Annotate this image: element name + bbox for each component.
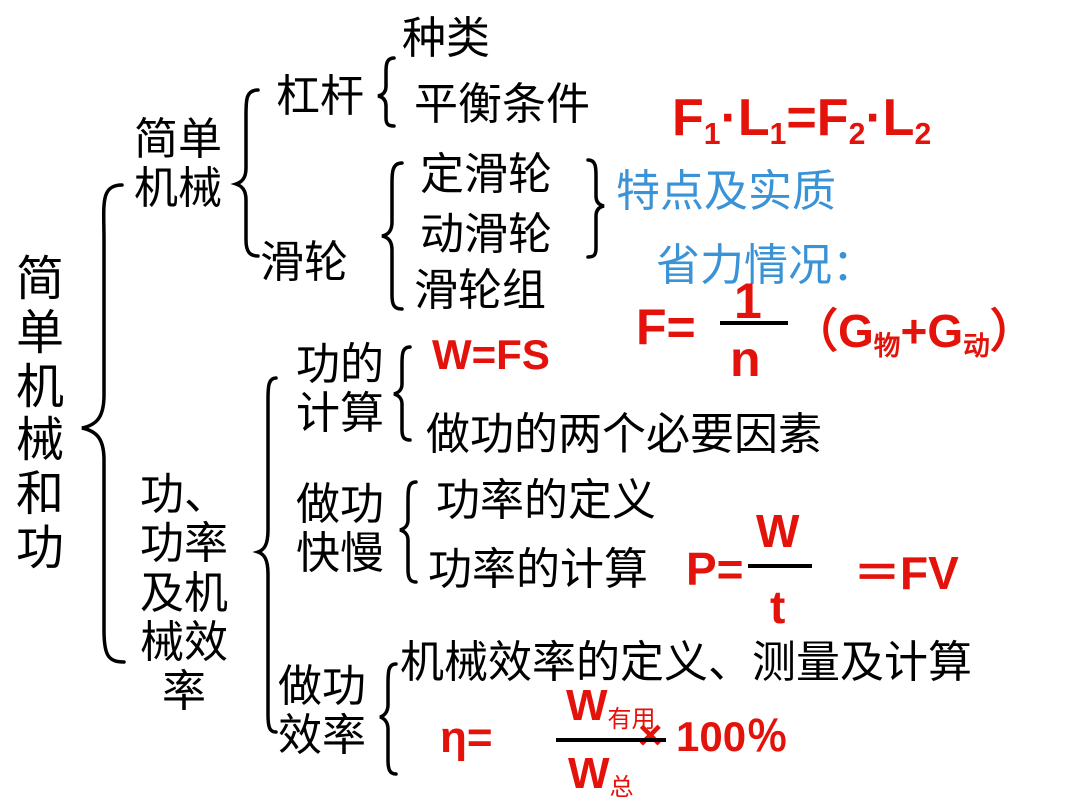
power-formula-left: P=: [686, 543, 744, 595]
pulley-label: 滑轮: [260, 237, 348, 288]
brace-simple-machines: [230, 88, 260, 258]
work-calc-label: 功的计算: [296, 339, 384, 440]
lever-balance-condition: 平衡条件: [414, 79, 590, 130]
movable-pulley: 动滑轮: [420, 209, 552, 260]
efficiency-label: 做功效率: [278, 661, 366, 762]
brace-efficiency: [379, 662, 398, 776]
lever-types: 种类: [402, 13, 490, 64]
brace-pulley: [381, 161, 404, 311]
efficiency-formula-percent: 100％: [676, 713, 789, 760]
power-formula-right: ＝FV: [854, 547, 959, 599]
work-factors-note: 做功的两个必要因素: [426, 409, 822, 460]
pulley-formula-denominator: n: [730, 331, 761, 387]
efficiency-note: 机械效率的定义、测量及计算: [400, 637, 972, 688]
power-formula-numerator: W: [756, 505, 800, 557]
fixed-pulley: 定滑轮: [420, 149, 552, 200]
efficiency-formula-denominator: W总: [568, 749, 634, 802]
pulley-formula-right: （G物+G动）: [792, 305, 1036, 361]
pulley-fraction-bar: [720, 321, 788, 325]
work-formula: W=FS: [432, 331, 550, 378]
lever-balance-formula: F1·L1=F2·L2: [672, 89, 932, 152]
pulley-formula-numerator: 1: [734, 273, 762, 329]
efficiency-fraction-bar: [556, 738, 666, 742]
power-formula-denominator: t: [770, 581, 786, 633]
speed-label: 做功快慢: [296, 479, 384, 580]
brace-speed: [399, 480, 418, 584]
brace-work-power: [252, 376, 278, 734]
brace-work-calc: [393, 345, 412, 442]
effort-note: 省力情况：: [656, 240, 876, 291]
brace-root: [81, 183, 126, 664]
efficiency-formula-left: η=: [440, 713, 493, 762]
brace-lever: [377, 56, 396, 128]
lever-label: 杠杆: [276, 71, 364, 122]
features-note: 特点及实质: [616, 166, 836, 217]
efficiency-formula-numerator: W有用: [566, 681, 656, 734]
simple-machines-label: 简单机械: [134, 114, 222, 215]
root-label: 简单机械和功: [15, 251, 64, 576]
brace-pulley-types: [586, 158, 605, 259]
pulley-block: 滑轮组: [414, 265, 546, 316]
efficiency-times-sign: ×: [638, 711, 663, 758]
power-definition: 功率的定义: [436, 475, 656, 526]
work-power-label: 功、功率及机械效率: [140, 469, 228, 718]
power-fraction-bar: [748, 564, 812, 568]
power-calculation: 功率的计算: [428, 544, 648, 595]
pulley-formula-left: F=: [636, 299, 696, 355]
